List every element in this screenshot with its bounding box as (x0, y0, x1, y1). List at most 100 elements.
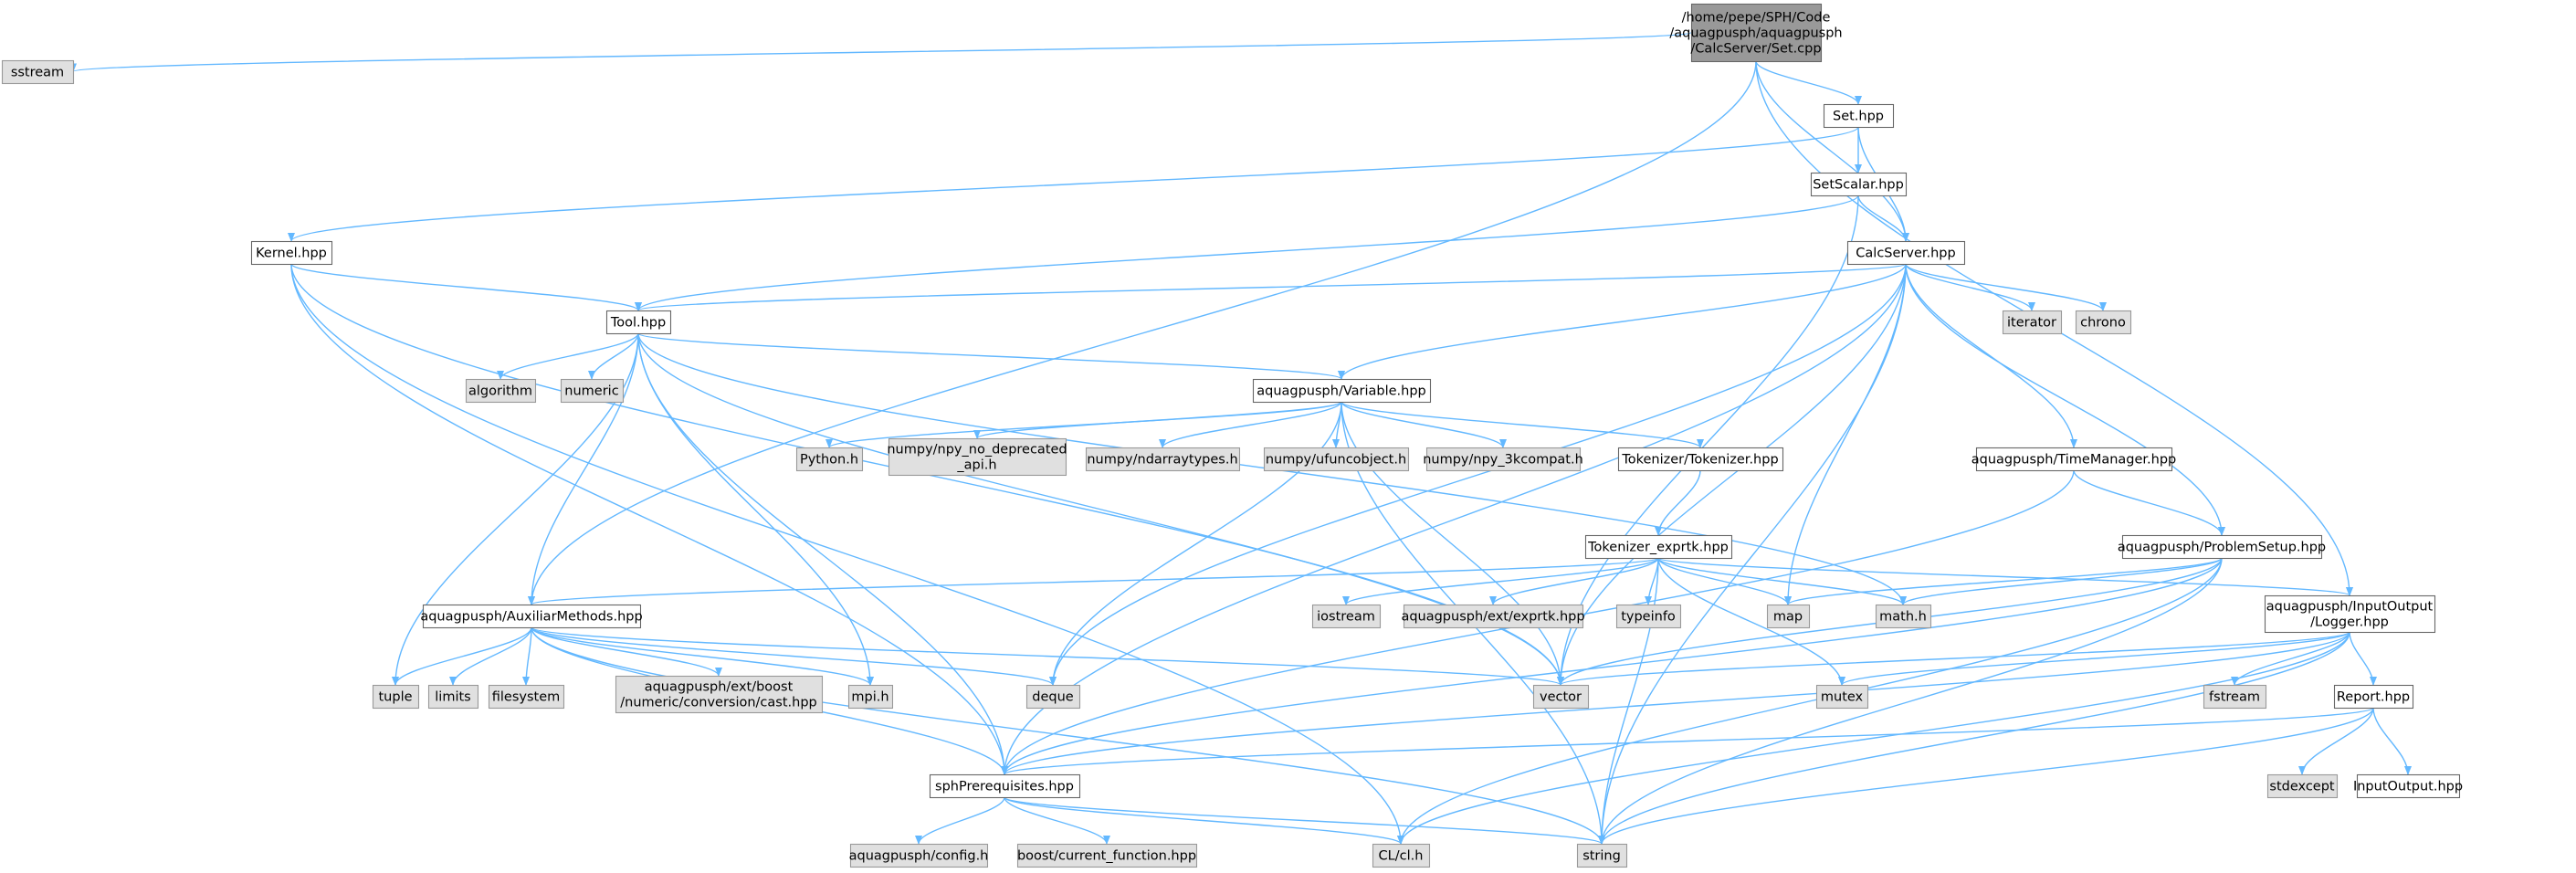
node-report-hpp[interactable]: Report.hpp (2333, 684, 2414, 710)
node-chrono: chrono (2075, 310, 2132, 335)
node-label: Report.hpp (2337, 689, 2410, 704)
edge-calcserver_hpp-to-timemanager_hpp (1905, 263, 2077, 448)
node-auxiliar-hpp[interactable]: aquagpusph/AuxiliarMethods.hpp (420, 604, 643, 629)
edge-calcserver_hpp-to-chrono (1905, 263, 2107, 311)
node-box (1025, 684, 1081, 710)
node-kernel-hpp[interactable]: Kernel.hpp (250, 240, 333, 266)
node-boost-cast: aquagpusph/ext/boost/numeric/conversion/… (615, 675, 824, 714)
edge-root-to-set_hpp (1755, 60, 1862, 105)
node-tool-hpp[interactable]: Tool.hpp (605, 310, 672, 335)
node-typeinfo: typeinfo (1615, 604, 1682, 629)
node-box (1815, 684, 1869, 710)
edge-kernel_hpp-to-tool_hpp (290, 263, 642, 311)
node-label: /aquagpusph/aquagpusph (1669, 26, 1842, 40)
node-box (427, 684, 479, 710)
node-logger-hpp[interactable]: aquagpusph/InputOutput/Logger.hpp (2264, 594, 2436, 634)
edge-tokenizer_hpp-to-tokenizer_exprtk (1655, 469, 1701, 536)
edge-kernel_hpp-to-cl_h (290, 263, 1404, 845)
node-problemsetup-hpp[interactable]: aquagpusph/ProblemSetup.hpp (2118, 534, 2326, 560)
node-label: /Logger.hpp (2310, 615, 2389, 629)
node-box (888, 437, 1067, 477)
edge-variable_hpp-to-npy_3kcompat (1341, 401, 1507, 448)
edge-auxiliar_hpp-to-mpi_h (531, 626, 874, 686)
edge-variable_hpp-to-deque (1049, 401, 1342, 686)
node-timemanager-hpp[interactable]: aquagpusph/TimeManager.hpp (1971, 447, 2177, 472)
node-tokenizer-exprtk[interactable]: Tokenizer_exprtk.hpp (1584, 534, 1733, 560)
node-box (488, 684, 565, 710)
edge-sphprereq_hpp-to-string (1004, 796, 1605, 845)
node-label: mutex (1821, 689, 1864, 704)
nodes-layer: /home/pepe/SPH/Code/aquagpusph/aquagpusp… (1, 3, 2463, 868)
edge-tool_hpp-to-numeric (588, 332, 639, 380)
edge-set_hpp-to-kernel_hpp (288, 126, 1859, 242)
node-label: algorithm (468, 384, 532, 398)
node-label: numpy/npy_no_deprecated (887, 442, 1067, 457)
edge-variable_hpp-to-vector (1341, 401, 1564, 686)
edge-report_hpp-to-stdexcept (2298, 707, 2374, 775)
node-label: numpy/npy_3kcompat.h (1423, 452, 1583, 467)
node-setscalar-hpp[interactable]: SetScalar.hpp (1810, 172, 1908, 197)
node-root[interactable]: /home/pepe/SPH/Code/aquagpusph/aquagpusp… (1669, 3, 1843, 63)
edge-auxiliar_hpp-to-vector (531, 626, 1564, 686)
node-box (465, 378, 537, 404)
edge-logger_hpp-to-mutex (1838, 631, 2350, 686)
node-box (615, 675, 824, 714)
edge-problemsetup_hpp-to-string (1598, 557, 2223, 845)
node-label: aquagpusph/Variable.hpp (1256, 384, 1426, 398)
node-label: map (1773, 609, 1803, 624)
edge-sphprereq_hpp-to-cl_h (1004, 796, 1404, 845)
node-label: iostream (1317, 609, 1375, 624)
node-set-hpp[interactable]: Set.hpp (1823, 103, 1895, 129)
node-label: sstream (11, 65, 64, 79)
node-label: aquagpusph/ext/exprtk.hpp (1401, 609, 1584, 624)
node-box (2121, 534, 2323, 560)
node-label: aquagpusph/AuxiliarMethods.hpp (420, 609, 642, 624)
edge-tool_hpp-to-mpi_h (637, 332, 874, 686)
edges-layer (70, 31, 2412, 845)
node-box (1975, 447, 2173, 472)
node-label: sphPrerequisites.hpp (935, 779, 1074, 794)
node-box (1810, 172, 1908, 197)
edge-variable_hpp-to-ndarraytypes (1159, 401, 1342, 448)
node-box (1372, 843, 1431, 868)
node-label: Python.h (800, 452, 858, 467)
node-box (1823, 103, 1895, 129)
node-box (250, 240, 333, 266)
node-label: /CalcServer/Set.cpp (1690, 41, 1821, 56)
edge-tokenizer_exprtk-to-auxiliar_hpp (528, 557, 1659, 605)
node-tokenizer-hpp[interactable]: Tokenizer/Tokenizer.hpp (1617, 447, 1784, 472)
node-box (1617, 447, 1784, 472)
node-numeric: numeric (560, 378, 625, 404)
node-box (372, 684, 420, 710)
node-ufuncobject: numpy/ufuncobject.h (1263, 447, 1410, 472)
node-box (2002, 310, 2063, 335)
node-npy-no-dep: numpy/npy_no_deprecated_api.h (887, 437, 1067, 477)
node-exprtk: aquagpusph/ext/exprtk.hpp (1401, 604, 1585, 629)
node-label: Tokenizer_exprtk.hpp (1587, 540, 1729, 554)
node-mpi-h: mpi.h (847, 684, 894, 710)
node-cl-h: CL/cl.h (1372, 843, 1431, 868)
node-box (1615, 604, 1682, 629)
node-variable-hpp[interactable]: aquagpusph/Variable.hpp (1252, 378, 1432, 404)
node-deque: deque (1025, 684, 1081, 710)
node-sphprereq-hpp[interactable]: sphPrerequisites.hpp (929, 773, 1081, 799)
edge-tool_hpp-to-algorithm (497, 332, 639, 380)
edge-setscalar_hpp-to-vector (1557, 195, 1859, 686)
node-label: _api.h (956, 458, 996, 472)
node-calcserver-hpp[interactable]: CalcServer.hpp (1846, 240, 1966, 266)
node-label: numpy/ndarraytypes.h (1087, 452, 1237, 467)
edge-report_hpp-to-inputoutput_hpp (2372, 707, 2412, 775)
node-box (1690, 3, 1823, 63)
edge-tokenizer_exprtk-to-string (1598, 557, 1659, 845)
edge-calcserver_hpp-to-vector (1557, 263, 1907, 686)
edge-tool_hpp-to-auxiliar_hpp (528, 332, 639, 605)
node-box (1, 59, 75, 85)
edge-tool_hpp-to-sphprereq_hpp (637, 332, 1008, 775)
node-config-h: aquagpusph/config.h (849, 843, 989, 868)
edge-calcserver_hpp-to-problemsetup_hpp (1905, 263, 2225, 536)
node-box (849, 843, 989, 868)
node-inputoutput-hpp[interactable]: InputOutput.hpp (2353, 773, 2463, 799)
node-iostream: iostream (1311, 604, 1382, 629)
node-label: /numeric/conversion/cast.hpp (620, 695, 817, 710)
